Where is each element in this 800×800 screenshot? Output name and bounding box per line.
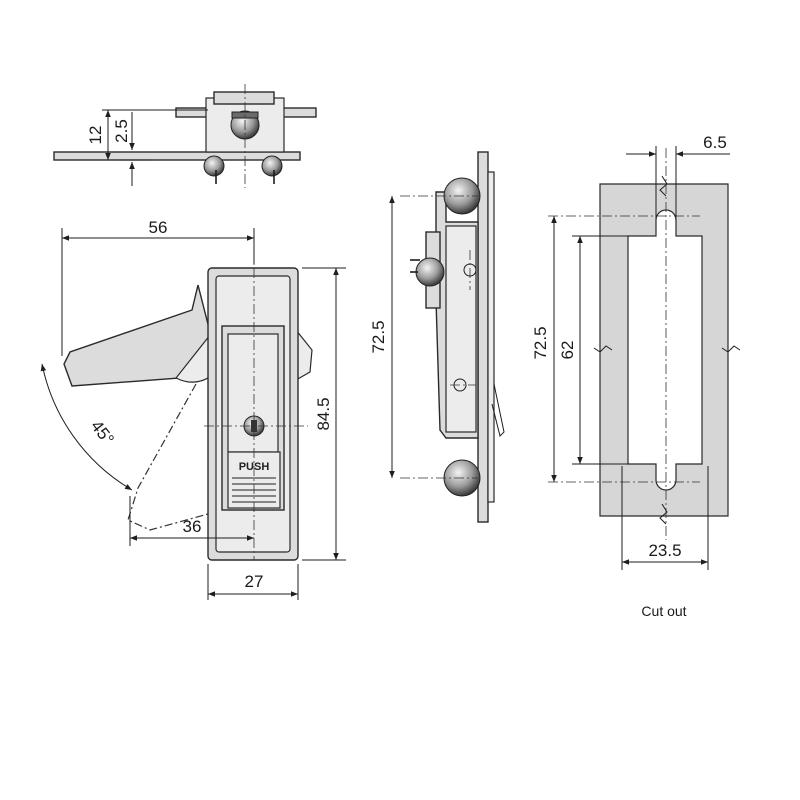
dim-cut-72-5: 72.5 (531, 326, 550, 359)
cutout-caption: Cut out (641, 603, 686, 619)
dim-cut-62: 62 (558, 341, 577, 360)
dim-45-angle: 45° (87, 417, 118, 449)
dim-side-72-5: 72.5 (369, 320, 388, 353)
dim-cut-23-5: 23.5 (648, 541, 681, 560)
front-view: PUSH 45° 56 36 27 84.5 (40, 218, 346, 600)
dim-36: 36 (183, 517, 202, 536)
dim-56: 56 (149, 218, 168, 237)
cutout-view: 6.5 72.5 62 23.5 Cut out (531, 133, 741, 619)
dim-12: 12 (86, 126, 105, 145)
dim-27: 27 (245, 572, 264, 591)
dim-84-5: 84.5 (314, 397, 333, 430)
side-view: 72.5 (369, 151, 505, 523)
top-view: 12 2.5 (53, 84, 317, 188)
dim-2-5: 2.5 (112, 119, 131, 143)
dim-cut-6-5: 6.5 (703, 133, 727, 152)
